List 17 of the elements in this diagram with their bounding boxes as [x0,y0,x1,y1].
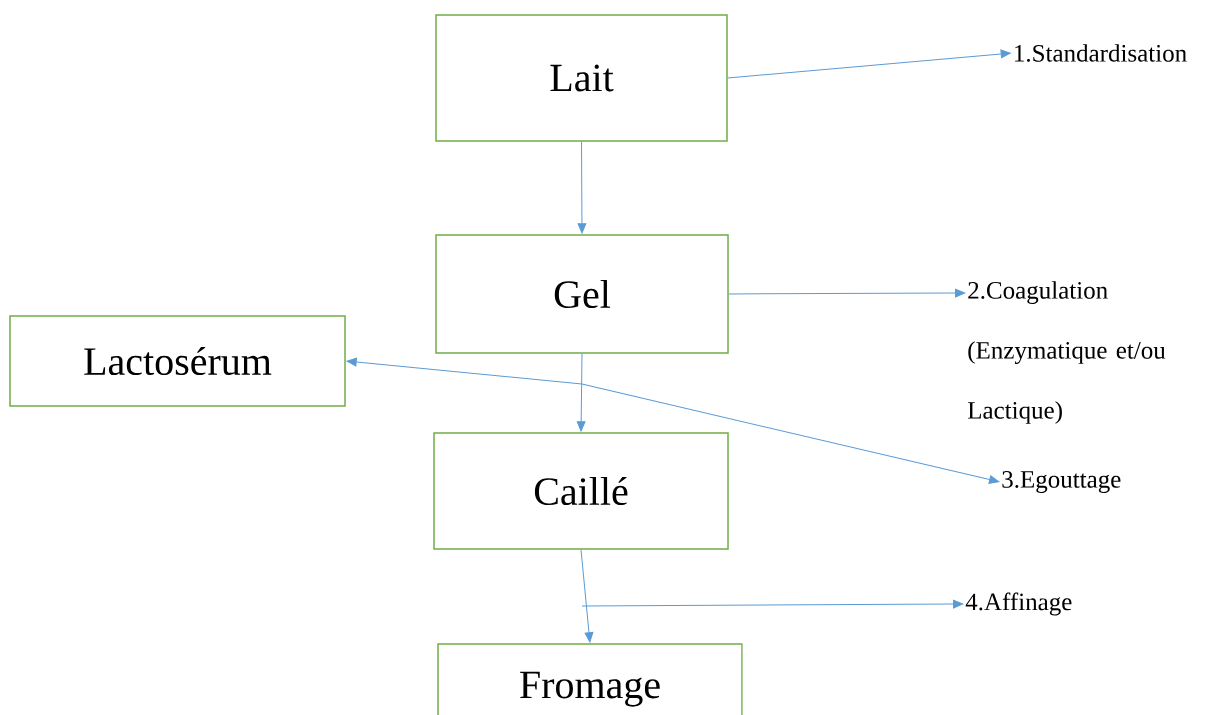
process-box: Fromage [437,643,743,715]
arrow [346,357,583,385]
arrow [580,549,594,643]
process-box: Gel [435,234,729,354]
arrow [581,383,1000,484]
process-box: Caillé [433,432,729,550]
step-label: 1.Standardisation [1015,44,1187,62]
step-label: 4.Affinage [965,592,1072,616]
arrow [576,353,586,432]
arrow [581,599,964,609]
step-label: 2.Coagulation (Enzymatique et/ou Lactique) [967,281,1166,424]
process-box: Lait [435,14,728,142]
arrow [577,141,587,234]
step-label: 3.Egouttage [1002,471,1121,493]
arrow [727,49,1011,79]
arrow [728,288,966,298]
process-box: Lactosérum [9,315,346,407]
